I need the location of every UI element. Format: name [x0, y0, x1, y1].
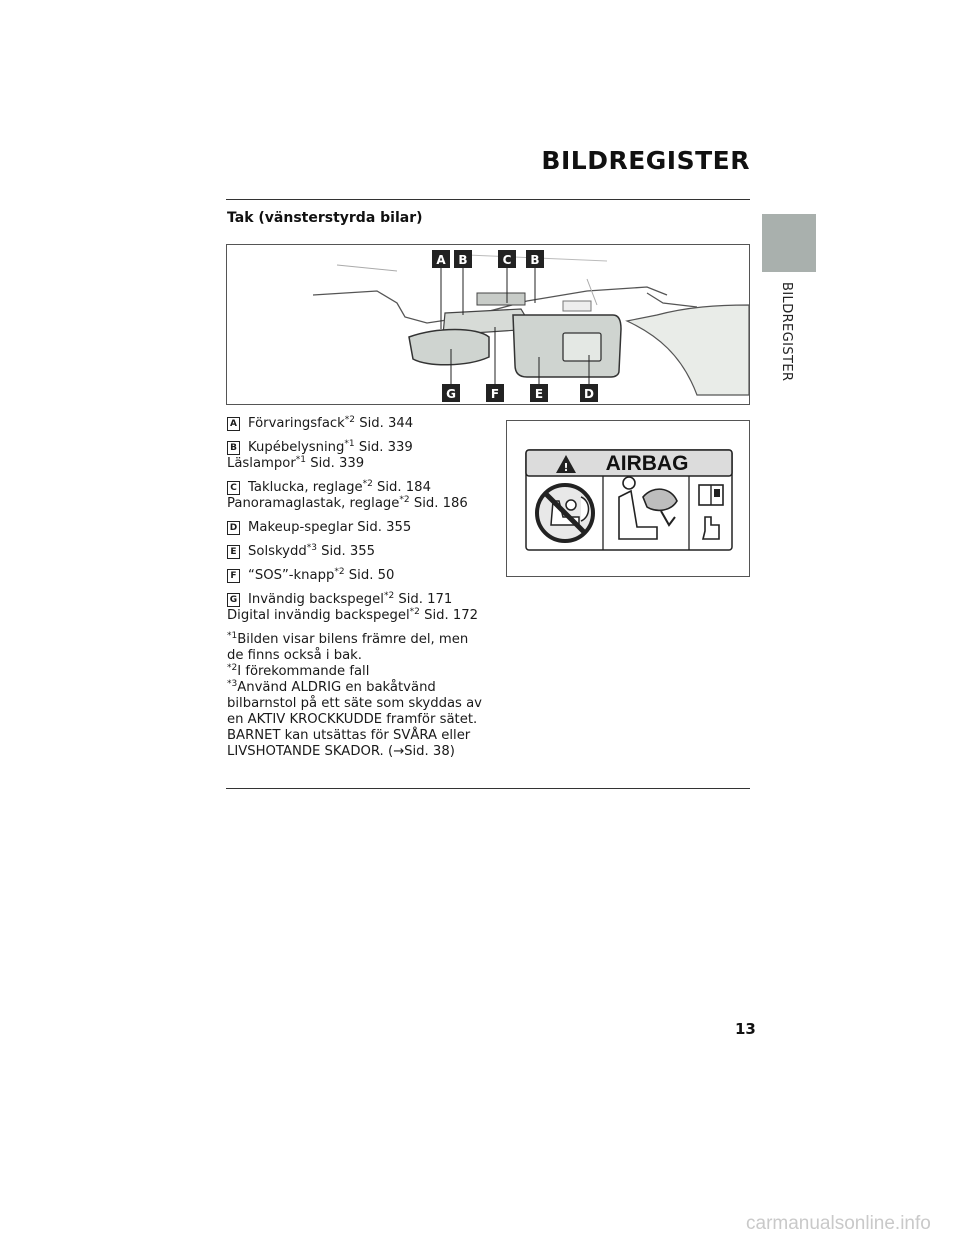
callout-g: G: [442, 384, 460, 402]
item-badge: A: [227, 417, 240, 431]
grab-handle: [646, 292, 698, 308]
page-ref-link[interactable]: Sid. 184: [372, 480, 431, 495]
svg-text:G: G: [446, 387, 456, 401]
callout-d: D: [580, 384, 598, 402]
footnotes: *1Bilden visar bilens främre del, men de…: [227, 632, 482, 760]
page-ref-link[interactable]: Sid. 355: [316, 544, 376, 559]
page-ref-link[interactable]: Sid. 50: [344, 568, 395, 583]
item-badge: E: [227, 545, 240, 559]
roof-drawing: A B C B G F E D: [312, 250, 749, 402]
chapter-tab-label-wrap: BILDREGISTER: [774, 282, 804, 402]
page-ref-link[interactable]: Sid. 339: [354, 440, 413, 455]
section-title: Tak (vänsterstyrda bilar): [227, 210, 423, 226]
page-ref-link[interactable]: Sid. 186: [409, 496, 468, 511]
item-badge: F: [227, 569, 240, 583]
warning-icon: [556, 455, 576, 473]
vanity-mirror: [562, 332, 602, 362]
svg-text:B: B: [530, 253, 539, 267]
item-badge: C: [227, 481, 240, 495]
airbag-deploy-icon: [618, 476, 678, 540]
svg-text:E: E: [535, 387, 543, 401]
svg-text:D: D: [584, 387, 594, 401]
a-pillar: [625, 304, 749, 396]
airbag-label-drawing: ! AIRBAG: [525, 449, 733, 551]
roof-line-3: [586, 278, 598, 306]
airbag-title: AIRBAG: [606, 452, 689, 475]
page-heading: BILDREGISTER: [541, 146, 750, 175]
page-ref-link[interactable]: Sid. 171: [394, 592, 453, 607]
svg-text:F: F: [491, 387, 499, 401]
item-badge: B: [227, 441, 240, 455]
chapter-tab[interactable]: [762, 214, 816, 272]
svg-text:B: B: [458, 253, 467, 267]
no-rear-facing-seat-icon: [535, 483, 595, 543]
airbag-warning-label: ! AIRBAG: [506, 420, 750, 577]
item-badge: D: [227, 521, 240, 535]
item-badge: G: [227, 593, 240, 607]
footnote: *1Bilden visar bilens främre del, men de…: [227, 631, 469, 664]
read-manual-icon: [698, 484, 724, 540]
svg-text:A: A: [436, 253, 446, 267]
callout-c: C: [498, 250, 516, 268]
callout-e: E: [530, 384, 548, 402]
label-header: [525, 449, 733, 477]
list-item: F“SOS”-knapp*2 Sid. 50: [227, 568, 482, 584]
watermark: carmanualsonline.info: [746, 1213, 931, 1234]
page-ref-link[interactable]: Sid. 339: [306, 456, 365, 471]
callout-b-2: B: [526, 250, 544, 268]
page-ref-link[interactable]: Sid. 172: [419, 608, 479, 623]
callout-a: A: [432, 250, 450, 268]
callout-f: F: [486, 384, 504, 402]
rearview-mirror: [408, 328, 490, 366]
svg-text:C: C: [503, 253, 512, 267]
reading-lamp: [562, 300, 592, 312]
chapter-tab-label: BILDREGISTER: [779, 282, 794, 382]
page-number: 13: [735, 1020, 756, 1038]
roof-line-1: [336, 264, 398, 272]
top-rule: [226, 199, 750, 200]
callout-b-1: B: [454, 250, 472, 268]
page-ref-link[interactable]: Sid. 344: [355, 416, 414, 431]
roof-illustration: A B C B G F E D: [226, 244, 750, 405]
svg-text:!: !: [563, 461, 568, 474]
footnote: *2I förekommande fall: [227, 663, 370, 680]
sunroof-switch: [476, 292, 526, 306]
footnote: *3Använd ALDRIG en bakåtvänd bilbarnstol…: [227, 679, 482, 760]
bottom-rule: [226, 788, 750, 789]
